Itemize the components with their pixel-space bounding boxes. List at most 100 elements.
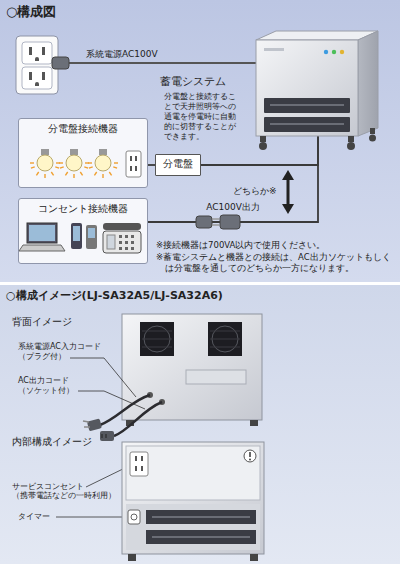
rear-view-unit: [210, 331, 240, 332]
either-double-arrow: [282, 204, 294, 214]
rear-view-unit: [142, 347, 172, 348]
panel-ground: [0, 285, 400, 564]
leader-line: [56, 517, 127, 518]
rear-view-unit: [122, 314, 262, 420]
wire-connector: [148, 136, 318, 222]
connector-label: AC100V出力: [206, 202, 260, 213]
internal-view-unit: [126, 504, 260, 550]
caster: [347, 142, 355, 150]
storage-system: 蓄電システム: [248, 28, 386, 136]
node-text: 分電盤接続機器: [19, 119, 147, 136]
outlet-icon: [126, 151, 141, 177]
caster: [260, 136, 266, 142]
note-text: 分電盤と接続することで天井照明等への通電を停電時に自動的に切替することができます…: [164, 92, 239, 142]
storage-unit-drawing: [358, 31, 378, 136]
internal-view-unit: [135, 466, 137, 471]
storage-unit-drawing: [324, 50, 328, 54]
rear-view-unit: [142, 331, 172, 332]
storage-unit-drawing: [256, 31, 378, 40]
ac-output-plug: [220, 215, 240, 229]
telephone-icon: [125, 247, 128, 250]
internal-view-unit: [141, 466, 143, 471]
rear-view-unit: [250, 420, 258, 426]
mobile-phone-icon: [71, 223, 82, 249]
lighting-icons: [88, 149, 118, 178]
telephone-icon: [119, 241, 122, 244]
either-double-arrow: [282, 170, 294, 214]
mobile-phone-icon: [86, 225, 97, 249]
rear-view-unit: [208, 322, 242, 356]
telephone-icon: [103, 223, 141, 230]
internal-view-unit: [135, 456, 137, 461]
rear-view-unit: [122, 314, 262, 426]
laptop-icon: [19, 245, 65, 251]
storage-unit-drawing: [264, 48, 284, 51]
wall-outlet: [22, 67, 52, 89]
lighting-icons: [30, 149, 60, 178]
arrow-label: どちらか※: [233, 186, 277, 197]
power-cords: [102, 434, 103, 438]
panel-ground: [0, 0, 400, 282]
footnote: ※接続機器は700VA以内で使用ください。: [156, 240, 325, 251]
device-group-box: コンセント接続機器: [18, 198, 148, 264]
telephone-icon: [103, 223, 141, 253]
part-label: サービスコンセント（携帯電話などの一時利用）: [12, 482, 118, 501]
power-cords: [100, 395, 150, 425]
wall-outlet: [35, 57, 39, 61]
part-label: 系統電源AC入力コード（プラグ付）: [18, 342, 110, 362]
telephone-icon: [131, 235, 134, 238]
laptop-icon: [27, 223, 57, 243]
ac-output-plug: [196, 216, 212, 228]
telephone-icon: [107, 235, 115, 249]
device-group-box: 分電盤接続機器: [18, 118, 148, 188]
internal-view-unit: [122, 442, 264, 561]
internal-view-unit: [122, 442, 264, 554]
ac-output-plug: [212, 218, 219, 220]
laptop-icon: [29, 225, 55, 241]
caster: [370, 128, 375, 134]
ac-output-plug: [212, 224, 219, 226]
power-cords: [87, 418, 102, 431]
power-cords: [100, 431, 114, 441]
caster: [259, 128, 376, 150]
outlet-icon: [130, 166, 132, 171]
internal-view-unit: [249, 459, 251, 461]
mobile-phone-icon: [88, 228, 95, 238]
telephone-icon: [103, 231, 141, 253]
power-cords: [106, 434, 107, 438]
section-heading: 背面イメージ: [12, 316, 72, 329]
section-heading: 内部構成イメージ: [12, 436, 92, 449]
mains-wire: [68, 62, 257, 64]
rear-view-unit: [210, 347, 240, 348]
node-text: ○構成イメージ(LJ-SA32A5/LJ-SA32A6): [6, 288, 394, 303]
internal-view-unit: [126, 446, 260, 500]
telephone-icon: [131, 247, 134, 250]
outlet-icon: [135, 156, 137, 161]
power-cords: [83, 421, 89, 422]
telephone-icon: [131, 241, 134, 244]
wall-outlet: [42, 72, 45, 80]
rear-view-unit: [140, 322, 174, 356]
node-text: ○構成図: [6, 3, 394, 21]
internal-view-unit: [244, 450, 256, 462]
node-text: 分電盤: [156, 155, 200, 173]
outlet-icon: [130, 156, 132, 161]
storage-unit-drawing: [264, 117, 350, 132]
telephone-icon: [125, 241, 128, 244]
rear-view-unit: [210, 339, 240, 340]
leader-line: [78, 391, 145, 409]
part-label: AC出力コード（ソケット付）: [18, 376, 82, 396]
power-cords: [84, 426, 90, 428]
wall-outlet: [29, 72, 32, 80]
footnote: ※蓄電システムと機器との接続は、AC出力ソケットもしくは分電盤を通してのどちらか…: [156, 252, 394, 273]
internal-view-unit: [128, 510, 140, 524]
power-cords: [83, 395, 162, 441]
node-text: コンセント接続機器: [19, 199, 147, 216]
wall-outlet: [22, 42, 52, 64]
wire-connector: [148, 164, 155, 166]
lighting-icons: [59, 149, 89, 178]
caster: [369, 135, 376, 142]
storage-unit-drawing: [270, 104, 344, 106]
mobile-phone-icon: [73, 226, 80, 241]
